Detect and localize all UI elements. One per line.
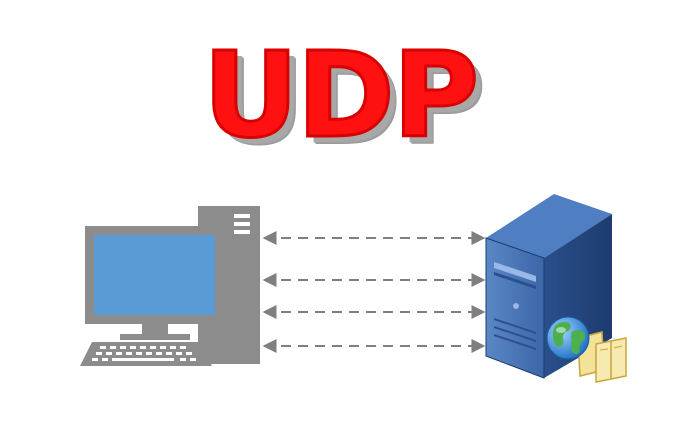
desktop-computer-icon xyxy=(80,206,260,366)
connection-arrows xyxy=(262,231,486,353)
computer-monitor xyxy=(85,226,224,340)
globe-icon xyxy=(546,316,590,360)
diagram-title: UDP xyxy=(201,26,480,164)
computer-keyboard xyxy=(80,342,212,366)
